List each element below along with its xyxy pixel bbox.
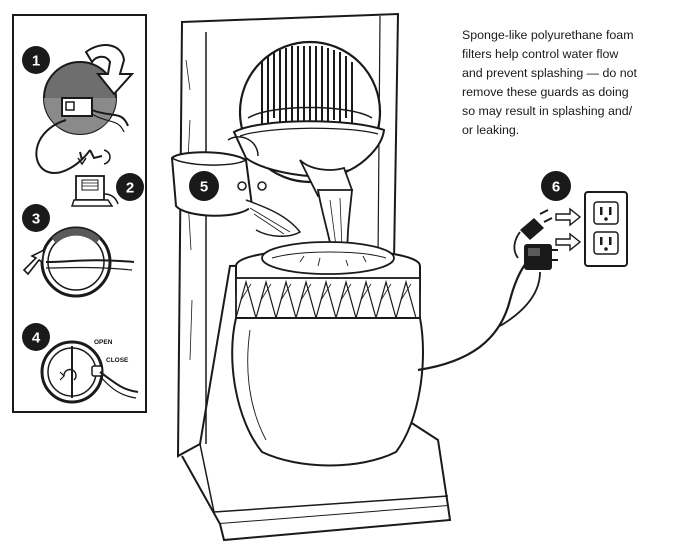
step6-badge: 6 <box>541 171 571 201</box>
curved-arrow-icon <box>84 44 135 96</box>
step5-badge: 5 <box>189 171 219 201</box>
step3-badge: 3 <box>22 204 50 232</box>
up-arrow-icon <box>22 248 46 276</box>
foam-filter-note: Sponge-like polyurethane foam filters he… <box>462 26 652 140</box>
step5-number: 5 <box>200 179 208 196</box>
step2-number: 2 <box>126 180 134 197</box>
arrow-to-outlet-bottom-icon <box>555 232 582 252</box>
step2-badge: 2 <box>116 173 144 201</box>
steps-panel <box>12 14 147 413</box>
power-cord <box>417 249 541 372</box>
note-line: so may result in splashing and/ <box>462 104 633 118</box>
arrow-to-outlet-top-icon <box>555 207 582 227</box>
note-line: filters help control water flow <box>462 47 619 61</box>
valve-open-label: OPEN <box>94 339 113 346</box>
step1-number: 1 <box>32 53 40 70</box>
step4-illustration: OPEN CLOSE <box>40 339 139 404</box>
note-line: Sponge-like polyurethane foam <box>462 28 634 42</box>
step6-number: 6 <box>552 179 560 196</box>
spout-bowl <box>232 120 386 198</box>
step3-illustration <box>22 226 135 298</box>
note-line: or leaking. <box>462 123 520 137</box>
note-line: remove these guards as doing <box>462 85 629 99</box>
wall-outlet <box>584 191 628 267</box>
step4-number: 4 <box>32 330 41 347</box>
urn-pattern-band <box>235 277 421 319</box>
urn <box>231 241 424 467</box>
step3-number: 3 <box>32 211 40 228</box>
valve-close-label: CLOSE <box>106 357 129 364</box>
step4-badge: 4 <box>22 323 50 351</box>
step1-badge: 1 <box>22 46 50 74</box>
note-line: and prevent splashing — do not <box>462 66 637 80</box>
power-plug-small <box>513 209 553 259</box>
step2-illustration <box>35 119 119 207</box>
step1-illustration <box>43 44 135 135</box>
power-adapter <box>524 244 558 270</box>
